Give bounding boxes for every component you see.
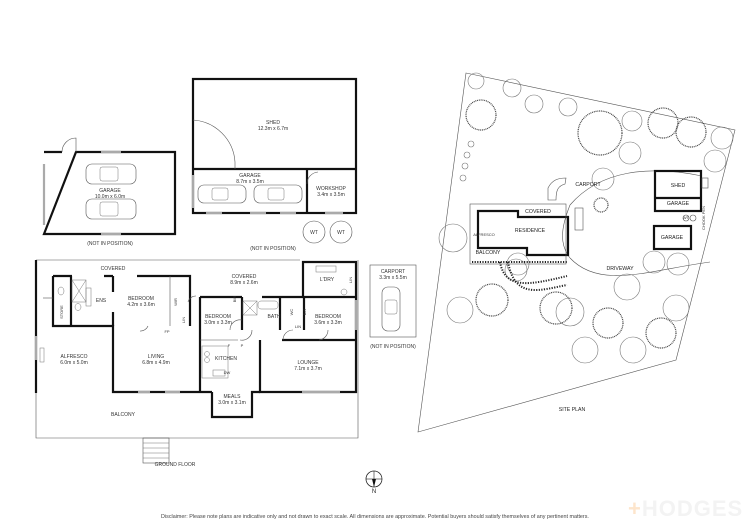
linen-bath-label: LIN bbox=[295, 324, 301, 329]
garage-left-label: GARAGE bbox=[99, 188, 121, 194]
bedroom-2-dims: 3.0m x 3.3m bbox=[204, 320, 232, 326]
linen-left-label: LIN bbox=[181, 317, 186, 323]
store-label: STORE bbox=[59, 305, 64, 319]
site-residence-label: RESIDENCE bbox=[515, 228, 546, 234]
site-chook-pen-label: CHOOK PEN bbox=[701, 206, 706, 230]
brand-plus-icon: + bbox=[628, 496, 642, 521]
bedroom-3-dims: 3.6m x 3.3m bbox=[314, 320, 342, 326]
compass-label: N bbox=[371, 489, 377, 495]
carport-label: CARPORT bbox=[381, 269, 405, 275]
main-residence bbox=[34, 259, 359, 464]
site-carport-label: CARPORT bbox=[575, 182, 601, 188]
living-dims: 6.8m x 4.9m bbox=[142, 360, 170, 366]
fridge-label: F bbox=[228, 343, 231, 348]
covered-main-dims: 8.9m x 2.6m bbox=[230, 280, 258, 286]
brand-name: HODGES bbox=[641, 496, 744, 521]
shed-dims: 12.3m x 6.7m bbox=[258, 126, 288, 132]
detached-garage: GARAGE 10.0m x 6.0m (NOT IN POSITION) bbox=[42, 137, 177, 247]
bedroom-2-label: BEDROOM bbox=[205, 314, 231, 320]
garage-left-dims: 10.0m x 6.0m bbox=[95, 194, 125, 200]
floor-title: GROUND FLOOR bbox=[155, 462, 196, 468]
carport: CARPORT 3.3m x 5.5m (NOT IN POSITION) bbox=[369, 264, 417, 350]
laundry-label: L'DRY bbox=[320, 277, 335, 283]
alfresco-label: ALFRESCO bbox=[61, 354, 88, 360]
covered-west-label: COVERED bbox=[101, 266, 126, 272]
workshop-dims: 3.4m x 3.5m bbox=[317, 192, 345, 198]
master-bedroom-dims: 4.2m x 3.6m bbox=[127, 302, 155, 308]
shed-note: (NOT IN POSITION) bbox=[250, 246, 296, 252]
master-bedroom-label: BEDROOM bbox=[128, 296, 154, 302]
site-driveway-label: DRIVEWAY bbox=[606, 266, 634, 272]
brand-logo: +HODGES bbox=[628, 496, 743, 522]
fireplace-label: FP bbox=[164, 329, 169, 334]
bir-right-label: BIR bbox=[302, 309, 307, 316]
disclaimer-text: Disclaimer: Please note plans are indica… bbox=[161, 514, 589, 520]
site-plan-title: SITE PLAN bbox=[559, 407, 586, 413]
pantry-label: P bbox=[241, 343, 244, 348]
site-covered-label: COVERED bbox=[525, 209, 551, 215]
garage-mid-label: GARAGE bbox=[239, 173, 261, 179]
linen-laundry-label: LIN bbox=[348, 277, 353, 283]
living-label: LIVING bbox=[148, 354, 165, 360]
lounge-dims: 7.1m x 3.7m bbox=[294, 366, 322, 372]
kitchen-label: KITCHEN bbox=[215, 356, 237, 362]
site-wt-label: WT bbox=[683, 215, 690, 220]
ensuite-label: ENS bbox=[96, 298, 107, 304]
bir-left-label: BIR bbox=[232, 296, 237, 303]
north-compass-icon bbox=[365, 470, 383, 488]
water-tank-2-label: WT bbox=[337, 230, 345, 236]
covered-main-label: COVERED bbox=[232, 274, 257, 280]
site-alfresco-label: ALFRESCO bbox=[473, 232, 495, 237]
wir-label: WIR bbox=[173, 298, 178, 306]
workshop-label: WORKSHOP bbox=[316, 186, 346, 192]
shed-label: SHED bbox=[266, 120, 280, 126]
meals-dims: 3.0m x 3.1m bbox=[218, 400, 246, 406]
meals-label: MEALS bbox=[224, 394, 242, 400]
dishwasher-label: DW bbox=[224, 370, 231, 375]
wc-label: WC bbox=[289, 309, 294, 316]
site-plan: RESIDENCE COVERED ALFRESCO BALCONY CARPO… bbox=[417, 72, 736, 433]
site-garage-1-label: GARAGE bbox=[667, 201, 690, 207]
carport-note: (NOT IN POSITION) bbox=[370, 344, 416, 350]
site-balcony-label: BALCONY bbox=[476, 250, 501, 256]
alfresco-dims: 6.0m x 5.0m bbox=[60, 360, 88, 366]
bedroom-3-label: BEDROOM bbox=[315, 314, 341, 320]
balcony-label: BALCONY bbox=[111, 412, 136, 418]
garage-left-note: (NOT IN POSITION) bbox=[87, 241, 133, 247]
water-tank-1-label: WT bbox=[310, 230, 318, 236]
garage-mid-dims: 8.7m x 3.5m bbox=[236, 179, 264, 185]
carport-dims: 3.3m x 5.5m bbox=[379, 275, 407, 281]
site-garage-2-label: GARAGE bbox=[661, 235, 684, 241]
bath-label: BATH bbox=[268, 314, 281, 320]
shed-building: SHED 12.3m x 6.7m GARAGE 8.7m x 3.5m WOR… bbox=[191, 77, 358, 252]
site-shed-label: SHED bbox=[671, 183, 686, 189]
lounge-label: LOUNGE bbox=[297, 360, 319, 366]
